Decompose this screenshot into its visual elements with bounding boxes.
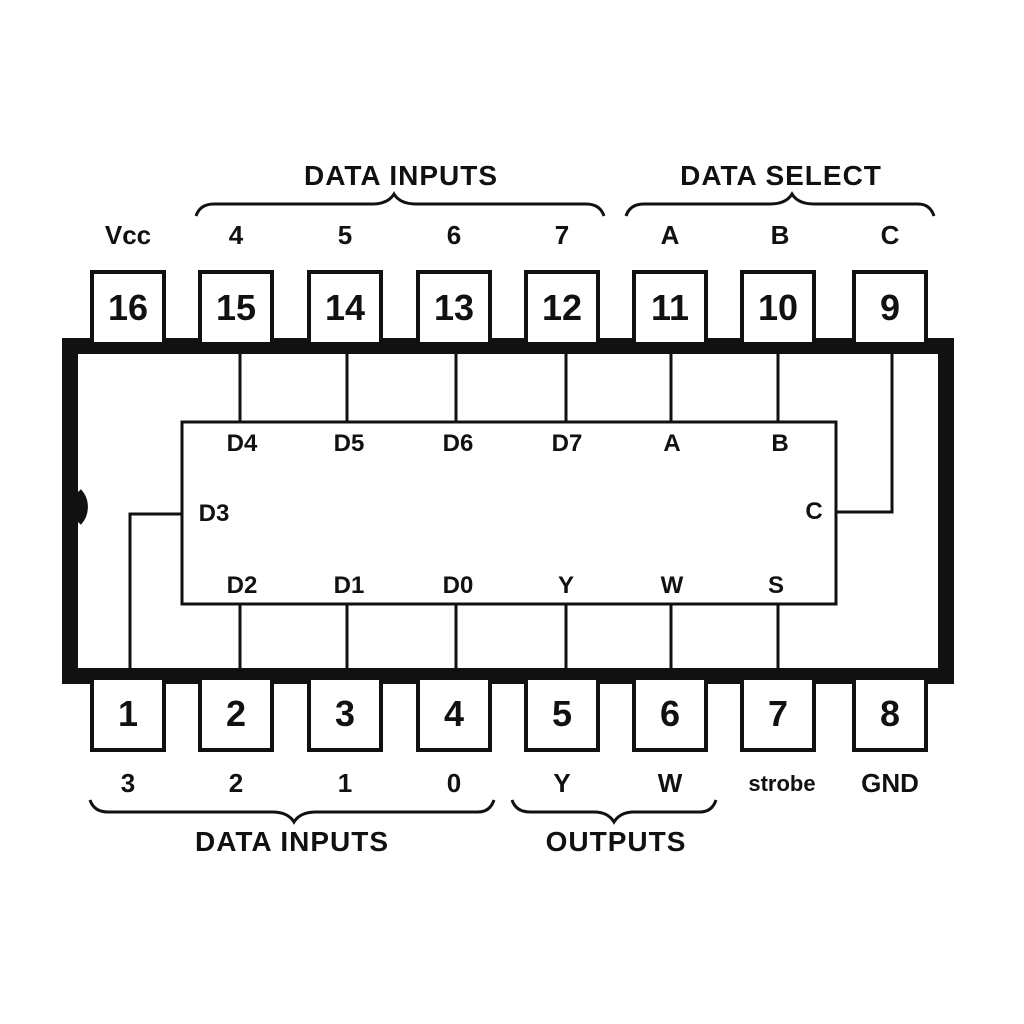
pin-3: 3 bbox=[307, 676, 383, 752]
top-pin-label: C bbox=[880, 220, 900, 250]
inner-label-d1: D1 bbox=[333, 572, 365, 599]
bottom-pin-label: 1 bbox=[337, 768, 353, 798]
chip-package bbox=[62, 338, 954, 684]
bottom-pin-label: W bbox=[657, 768, 683, 798]
header-top-data-inputs: DATA INPUTS bbox=[303, 160, 499, 191]
brace-bottom-data-inputs bbox=[88, 799, 496, 825]
inner-label-d2: D2 bbox=[226, 572, 258, 599]
pin-13: 13 bbox=[416, 270, 492, 346]
inner-label-a: A bbox=[663, 430, 681, 457]
inner-label-d3: D3 bbox=[198, 500, 230, 527]
bottom-pin-label: 0 bbox=[446, 768, 462, 798]
pin-1: 1 bbox=[90, 676, 166, 752]
pin-5: 5 bbox=[524, 676, 600, 752]
top-pin-label: A bbox=[660, 220, 680, 250]
bottom-pin-label-strobe: strobe bbox=[748, 771, 816, 796]
bottom-pin-label: Y bbox=[553, 768, 571, 798]
bottom-pin-label-gnd: GND bbox=[861, 768, 919, 798]
bottom-pin-label: 3 bbox=[120, 768, 136, 798]
inner-label-d6: D6 bbox=[442, 430, 474, 457]
pin-2: 2 bbox=[198, 676, 274, 752]
wire-pin9-c bbox=[836, 354, 894, 514]
pin-14: 14 bbox=[307, 270, 383, 346]
top-pin-label-vcc: Vcc bbox=[104, 220, 152, 250]
header-bottom-outputs: OUTPUTS bbox=[545, 826, 687, 857]
inner-label-d5: D5 bbox=[333, 430, 365, 457]
pin-15: 15 bbox=[198, 270, 274, 346]
inner-label-c: C bbox=[805, 498, 823, 525]
brace-bottom-outputs bbox=[510, 799, 718, 825]
inner-label-w: W bbox=[660, 572, 684, 599]
pin-9: 9 bbox=[852, 270, 928, 346]
brace-top-data-select bbox=[624, 191, 936, 217]
pin-12: 12 bbox=[524, 270, 600, 346]
pin-4: 4 bbox=[416, 676, 492, 752]
header-bottom-data-inputs: DATA INPUTS bbox=[194, 826, 390, 857]
inner-label-b: B bbox=[771, 430, 789, 457]
top-pin-label: 6 bbox=[446, 220, 462, 250]
pin-10: 10 bbox=[740, 270, 816, 346]
inner-label-y: Y bbox=[557, 572, 575, 599]
inner-label-d7: D7 bbox=[551, 430, 583, 457]
brace-top-data-inputs bbox=[194, 191, 606, 217]
header-top-data-select: DATA SELECT bbox=[680, 160, 882, 191]
top-pin-label: B bbox=[770, 220, 790, 250]
inner-label-d0: D0 bbox=[442, 572, 474, 599]
pin-16: 16 bbox=[90, 270, 166, 346]
pin-8: 8 bbox=[852, 676, 928, 752]
top-pin-label: 5 bbox=[337, 220, 353, 250]
inner-label-d4: D4 bbox=[226, 430, 258, 457]
bottom-pin-label: 2 bbox=[228, 768, 244, 798]
pin-6: 6 bbox=[632, 676, 708, 752]
pin-7: 7 bbox=[740, 676, 816, 752]
top-pin-label: 7 bbox=[554, 220, 570, 250]
pin1-notch bbox=[74, 489, 88, 525]
inner-label-s: S bbox=[767, 572, 785, 599]
pin-11: 11 bbox=[632, 270, 708, 346]
wire-pin1-d3 bbox=[128, 512, 182, 668]
top-pin-label: 4 bbox=[228, 220, 244, 250]
